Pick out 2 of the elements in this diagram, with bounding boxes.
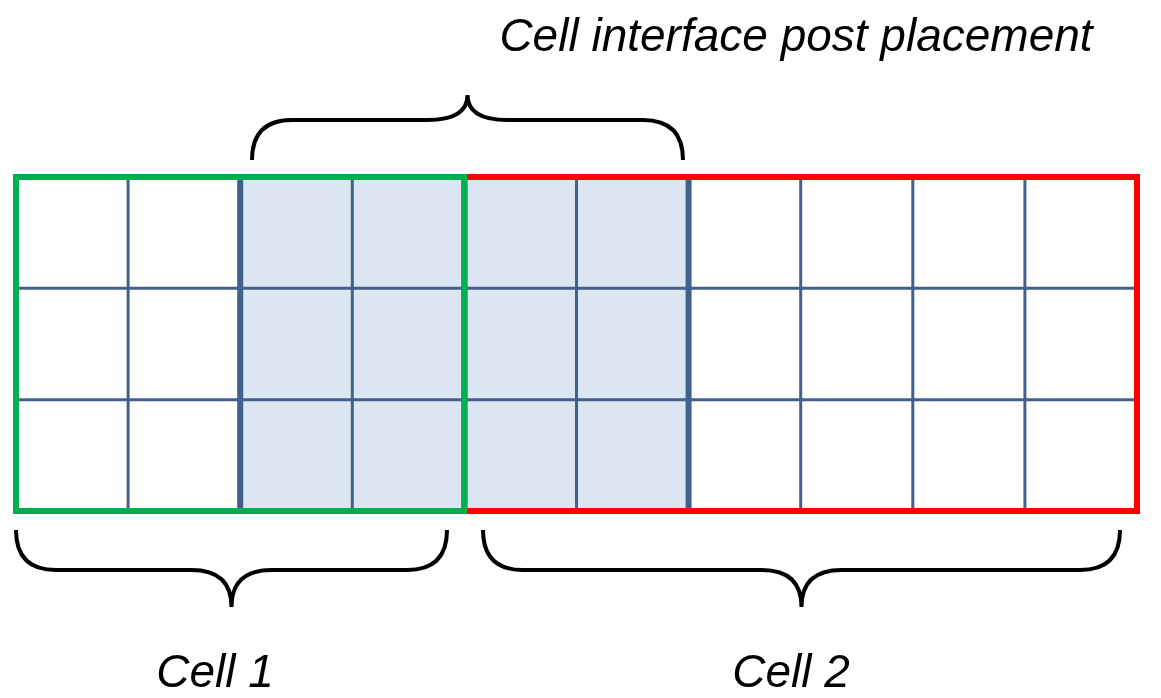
cell-label: Cell 2 (732, 648, 850, 694)
cell-label: Cell 1 (156, 648, 274, 694)
